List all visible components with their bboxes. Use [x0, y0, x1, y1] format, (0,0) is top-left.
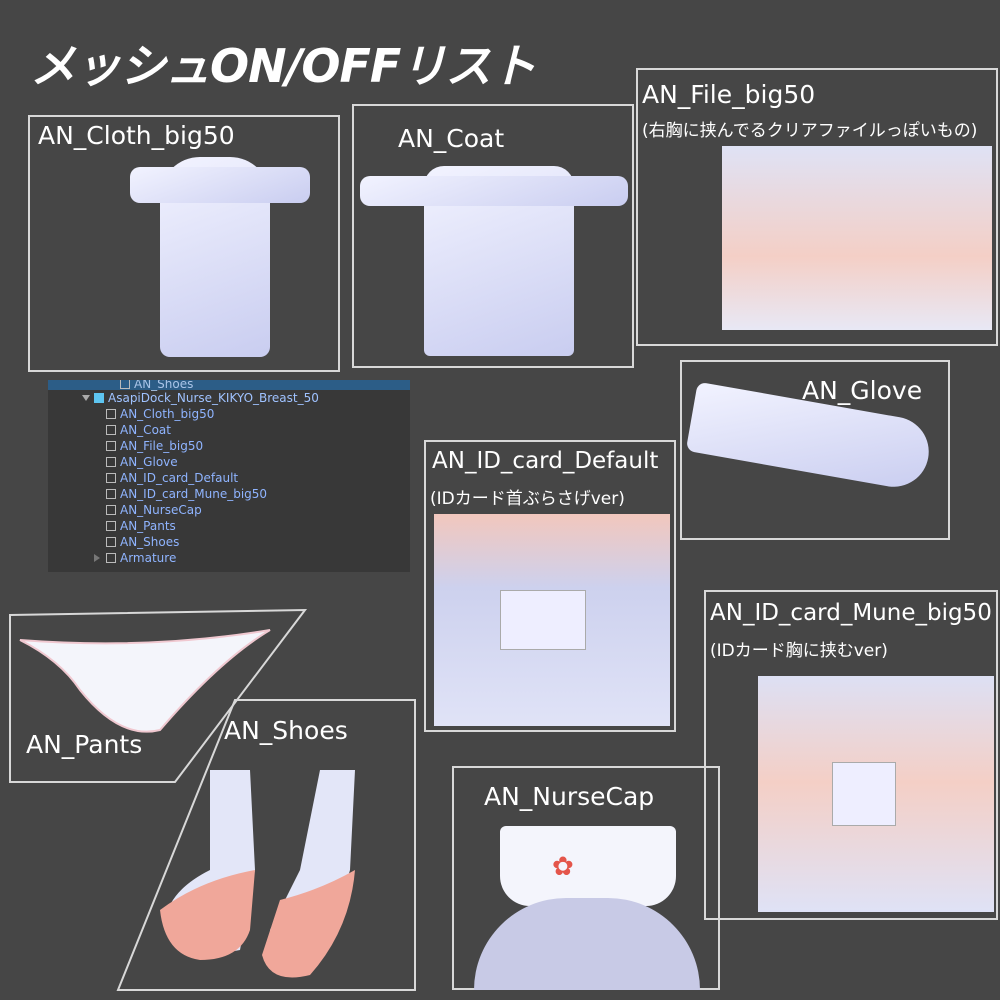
hierarchy-root[interactable]: AsapiDock_Nurse_KIKYO_Breast_50: [48, 390, 410, 406]
panel-nursecap: ✿ AN_NurseCap: [452, 766, 720, 990]
prefab-icon: [94, 393, 104, 403]
gameobject-icon: [106, 409, 116, 419]
clover-icon: ✿: [552, 852, 574, 882]
shoe-right-pump: [262, 870, 355, 978]
gameobject-icon: [106, 505, 116, 515]
hierarchy-item-selected[interactable]: AN_Shoes: [48, 380, 410, 390]
panel-pants: [9, 608, 308, 783]
hierarchy-item[interactable]: Armature: [48, 550, 410, 566]
panel-id-mune: AN_ID_card_Mune_big50 (IDカード胸に挟むver): [704, 590, 998, 920]
gameobject-icon: [106, 521, 116, 531]
file-label: AN_File_big50: [642, 80, 816, 109]
id-mune-label: AN_ID_card_Mune_big50: [710, 600, 992, 626]
pants-label: AN_Pants: [26, 730, 143, 759]
gameobject-icon: [120, 380, 130, 389]
panel-id-default: AN_ID_card_Default (IDカード首ぶらさげver): [424, 440, 676, 732]
coat-label: AN_Coat: [398, 124, 505, 153]
hair-render: [474, 898, 700, 990]
gameobject-icon: [106, 473, 116, 483]
cloth-label: AN_Cloth_big50: [38, 121, 235, 150]
gameobject-icon: [106, 441, 116, 451]
nursecap-label: AN_NurseCap: [484, 782, 655, 811]
gameobject-icon: [106, 425, 116, 435]
coat-sleeves: [360, 176, 628, 206]
id-card-icon: [500, 590, 586, 650]
gameobject-icon: [106, 489, 116, 499]
id-mune-note: (IDカード胸に挟むver): [710, 641, 888, 661]
panel-file: AN_File_big50 (右胸に挟んでるクリアファイルっぽいもの): [636, 68, 998, 346]
shoes-label: AN_Shoes: [224, 716, 348, 745]
id-default-label: AN_ID_card_Default: [432, 448, 659, 474]
hierarchy-item[interactable]: AN_Cloth_big50: [48, 406, 410, 422]
shoe-left-pump: [160, 870, 255, 960]
hierarchy-item[interactable]: AN_NurseCap: [48, 502, 410, 518]
gameobject-icon: [106, 537, 116, 547]
page-title: メッシュON/OFFリスト: [30, 39, 536, 93]
expand-arrow-icon[interactable]: [82, 395, 90, 401]
panel-shoes: [116, 699, 416, 991]
id-default-note: (IDカード首ぶらさげver): [430, 489, 625, 509]
hierarchy-item[interactable]: AN_Coat: [48, 422, 410, 438]
collapse-arrow-icon[interactable]: [94, 554, 100, 562]
panel-glove: AN_Glove: [680, 360, 950, 540]
hierarchy-item[interactable]: AN_Glove: [48, 454, 410, 470]
hierarchy-item[interactable]: AN_Shoes: [48, 534, 410, 550]
file-note: (右胸に挟んでるクリアファイルっぽいもの): [642, 121, 978, 141]
nursecap-render: [500, 826, 676, 906]
unity-hierarchy-panel: AN_Shoes AsapiDock_Nurse_KIKYO_Breast_50…: [48, 380, 410, 572]
panel-cloth: AN_Cloth_big50: [28, 115, 340, 372]
glove-label: AN_Glove: [802, 376, 923, 405]
cloth-sleeves: [130, 167, 310, 203]
gameobject-icon: [106, 553, 116, 563]
hierarchy-item[interactable]: AN_Pants: [48, 518, 410, 534]
hierarchy-item[interactable]: AN_ID_card_Mune_big50: [48, 486, 410, 502]
hierarchy-item[interactable]: AN_ID_card_Default: [48, 470, 410, 486]
panel-coat: AN_Coat: [352, 104, 634, 368]
id-card-icon: [832, 762, 896, 826]
file-render: [722, 146, 992, 330]
pants-render: [19, 629, 271, 733]
gameobject-icon: [106, 457, 116, 467]
hierarchy-item[interactable]: AN_File_big50: [48, 438, 410, 454]
